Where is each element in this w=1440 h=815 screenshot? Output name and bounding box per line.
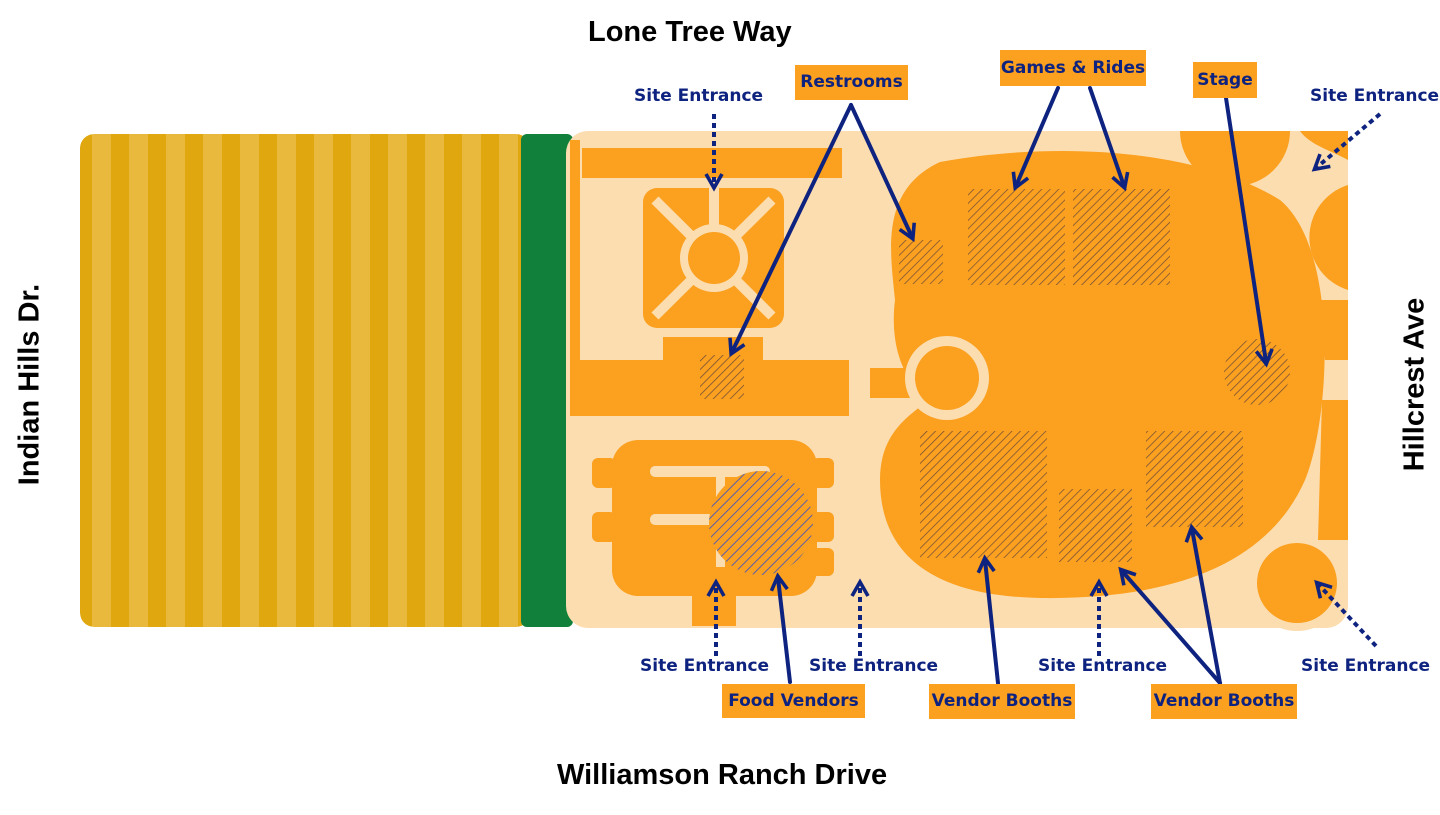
food-zone xyxy=(709,471,813,575)
arrow-vendor-2 xyxy=(1118,566,1222,685)
arrow-games-2 xyxy=(1088,86,1130,192)
arrow-vendor-1 xyxy=(976,554,1000,685)
entrance-label-south-1: Site Entrance xyxy=(640,656,770,676)
restroom-zone-north xyxy=(899,240,943,284)
street-south-label: Williamson Ranch Drive xyxy=(557,759,888,791)
vendor-booths-label-2: Vendor Booths xyxy=(1151,684,1297,719)
street-north-label: Lone Tree Way xyxy=(588,16,792,48)
plaza-block xyxy=(643,180,784,328)
arrow-vendor-3 xyxy=(1184,523,1222,685)
arrow-games-1 xyxy=(1011,86,1060,192)
street-west-label: Indian Hills Dr. xyxy=(13,283,46,486)
left-column-strip xyxy=(570,140,580,370)
arrow-restrooms-west xyxy=(728,103,853,358)
stage-zone xyxy=(1224,339,1290,405)
entrance-arrow-northeast xyxy=(1311,112,1382,172)
entrance-label-southeast: Site Entrance xyxy=(1301,656,1431,676)
games-zone-2 xyxy=(1073,189,1170,285)
vendor-zone-3 xyxy=(1146,431,1243,527)
vendor-booths-label-1: Vendor Booths xyxy=(929,684,1075,719)
food-vendors-label: Food Vendors xyxy=(722,684,865,718)
green-strip xyxy=(521,134,573,627)
restrooms-label: Restrooms xyxy=(795,65,908,100)
entrance-label-north: Site Entrance xyxy=(634,86,764,106)
entrance-label-south-3: Site Entrance xyxy=(1038,656,1168,676)
restroom-zone-west xyxy=(700,355,744,399)
stage-label: Stage xyxy=(1193,62,1257,98)
arrow-food xyxy=(769,572,792,684)
street-east-label: Hillcrest Ave xyxy=(1398,297,1431,472)
arrow-restrooms-north xyxy=(849,103,917,243)
vendor-zone-2 xyxy=(1059,489,1132,562)
entrance-label-northeast: Site Entrance xyxy=(1310,86,1440,106)
striped-field xyxy=(80,134,530,627)
arrow-stage xyxy=(1224,96,1274,368)
games-rides-label: Games & Rides xyxy=(1000,50,1146,86)
vertical-path xyxy=(849,140,867,610)
vendor-zone-1 xyxy=(920,431,1047,558)
entrance-label-south-2: Site Entrance xyxy=(809,656,939,676)
games-zone-1 xyxy=(968,189,1065,285)
